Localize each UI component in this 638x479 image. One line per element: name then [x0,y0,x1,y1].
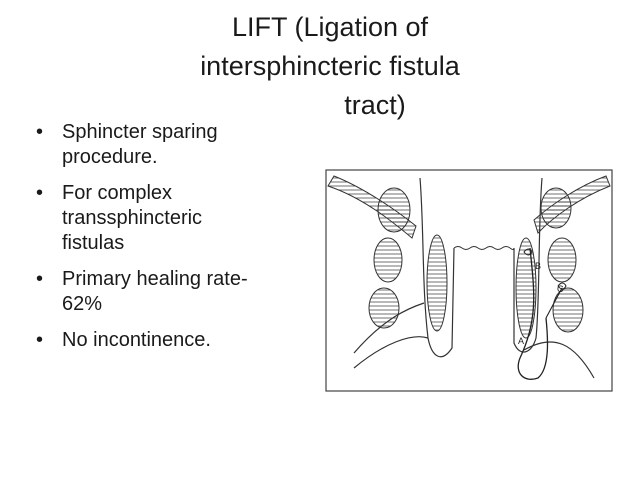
bullet-text: Primary healing rate- 62% [62,268,248,315]
right-external-sphincter-upper [547,237,577,283]
bullet-item: • Sphincter sparing procedure. [34,120,324,170]
bullet-item: • For complex transsphincteric fistulas [34,181,324,256]
title-line-1: LIFT (Ligation of [231,12,429,42]
left-canal-wall [419,177,455,358]
slide-title: LIFT (Ligation of intersphincteric fistu… [150,8,510,125]
bullet-list: • Sphincter sparing procedure. • For com… [34,120,324,364]
bullet-marker: • [36,329,44,351]
ligature-c [557,282,567,290]
bullet-text: No incontinence. [62,329,211,351]
bullet-marker: • [36,268,44,290]
title-line-2: intersphincteric fistula [200,51,460,81]
diagram-frame [325,169,613,392]
anal-canal-illustration: A B C [325,169,613,392]
right-puborectalis [540,187,572,229]
bullet-item: • Primary healing rate- 62% [34,267,324,317]
anatomy-diagram: A B C [324,168,614,393]
bullet-text: Sphincter sparing procedure. [62,121,218,168]
label-a: A [518,336,524,346]
left-perianal-skin-inner [353,336,429,369]
bullet-text: For complex transsphincteric fistulas [62,182,203,254]
fistula-tract [517,247,549,380]
right-canal-wall [513,177,543,353]
left-external-sphincter-lower [368,287,400,329]
title-line-3: tract) [344,90,406,120]
bullet-item: • No incontinence. [34,328,324,353]
bullet-marker: • [36,182,44,204]
left-puborectalis [377,187,411,233]
fistula-branch [545,287,563,319]
left-internal-sphincter [426,234,448,332]
bullet-marker: • [36,121,44,143]
right-perianal-skin [523,341,595,379]
label-c: C [557,284,564,294]
ligature-b [523,248,533,256]
right-external-sphincter-lower [552,287,584,333]
dentate-line [453,246,515,250]
left-perianal-skin [353,302,425,354]
left-external-sphincter-upper [373,237,403,283]
label-b: B [535,261,541,271]
